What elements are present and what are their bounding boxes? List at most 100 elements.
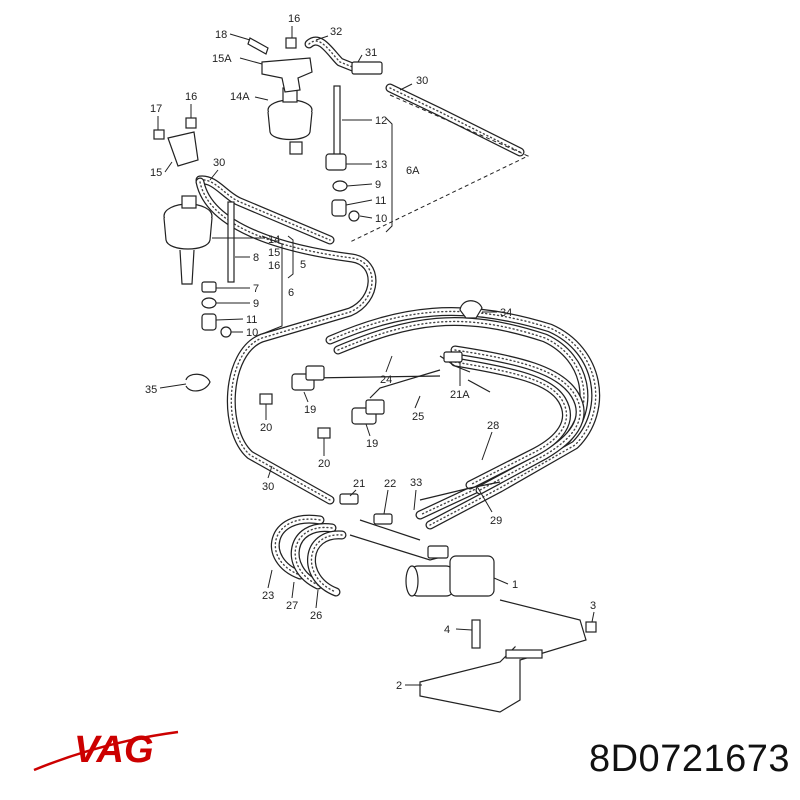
callout-4: 4 [444,624,450,636]
callout-21: 21 [353,478,365,490]
leader-line-35 [159,383,187,389]
callout-1: 1 [512,579,518,591]
connector-31 [351,61,383,75]
leader-line-21 [349,489,357,497]
connector-21 [339,493,359,505]
callout-5: 5 [300,259,306,271]
callout-29: 29 [490,515,502,527]
callout-28: 28 [487,420,499,432]
valve-19-upper-top [305,365,325,381]
callout-8: 8 [253,252,259,264]
leader-line-31 [357,54,363,63]
callout-16: 16 [185,91,197,103]
callout-6a: 6A [406,165,420,177]
rigid-lines [309,355,501,561]
vacuum-unit-body [267,111,313,141]
vacuum-hose-inner [451,358,570,489]
part-number: 8D0721673 [588,738,790,780]
leader-line-1 [493,577,509,585]
parts-group [153,37,597,713]
rod-8 [227,201,235,283]
bolt-18 [247,37,269,55]
motor-1-port [427,545,449,559]
callout-13: 13 [375,159,387,171]
callout-7: 7 [253,283,259,295]
leader-line-29 [477,487,493,513]
callout-34: 34 [500,307,512,319]
callout-30: 30 [213,157,225,169]
callout-31: 31 [365,47,377,59]
callout-16: 16 [268,260,280,272]
vacuum-hose-texture [454,361,568,486]
leader-line-14a [254,96,269,101]
callout-12: 12 [375,115,387,127]
vacuum-unit-lower-bracket [179,249,195,285]
logo-swoosh [33,730,179,772]
vacuum-hose-texture [199,181,373,501]
vacuum-hose-texture [310,534,343,593]
leader-line-23 [267,569,273,589]
callout-18: 18 [215,29,227,41]
leader-line-30 [399,83,413,91]
vacuum-hose-texture [329,310,597,526]
callout-17: 17 [150,103,162,115]
leader-line-10 [359,215,373,219]
callout-35: 35 [145,384,157,396]
nut-16-lower [185,117,197,129]
screw-20-upper [259,393,273,405]
clip-10-upper [348,210,360,222]
callout-15: 15 [268,247,280,259]
leader-line-11 [345,199,373,206]
bracket-2 [419,640,521,713]
callout-30: 30 [262,481,274,493]
leader-line-9 [346,183,373,187]
group-bracket-6a [385,117,393,233]
washer-9-upper [332,180,348,192]
leader-line-19 [303,391,309,403]
leader-line-3 [591,611,595,623]
bracket-15 [167,131,199,167]
callout-14a: 14A [230,91,250,103]
leader-line-33 [413,489,417,511]
bracket-15a [261,57,313,93]
vacuum-hose-texture [199,179,331,241]
callout-33: 33 [410,477,422,489]
vacuum-hose-inner [196,178,376,504]
leader-line-25 [414,395,421,409]
leader-line-11 [215,318,244,321]
nut-16-upper [285,37,297,49]
leader-line-24 [385,355,393,373]
leader-line-18 [229,33,251,41]
vacuum-unit-lower-nipple [181,195,197,209]
group-bracket-5 [287,235,294,279]
rigid-line [419,481,501,501]
callout-11: 11 [246,314,257,326]
callout-20: 20 [318,458,330,470]
leader-line-26 [315,589,319,609]
callout-14: 14 [268,234,280,246]
leader-line-28 [481,431,493,461]
callout-15a: 15A [212,53,232,65]
callout-26: 26 [310,610,322,622]
bracket-2-upper-arm [499,599,587,661]
leader-line-15 [164,161,173,173]
rigid-line [309,375,441,379]
connector-22 [373,513,393,525]
rigid-line [467,379,491,393]
leader-line-4 [455,628,473,631]
callout-6: 6 [288,287,294,299]
callout-labels: 181615A32313014A17161213911106A153014151… [145,13,596,692]
vag-logo: VAG [33,729,179,772]
callout-9: 9 [253,298,259,310]
leader-line-19 [365,423,371,437]
callout-9: 9 [375,179,381,191]
group-bracket-6 [261,235,283,335]
callout-23: 23 [262,590,274,602]
reference-boundary [349,94,530,243]
vacuum-hose-texture [389,87,521,153]
vacuum-unit-lower-body [163,217,213,250]
callout-30: 30 [416,75,428,87]
screw-20-lower [317,427,331,439]
callout-20: 20 [260,422,272,434]
